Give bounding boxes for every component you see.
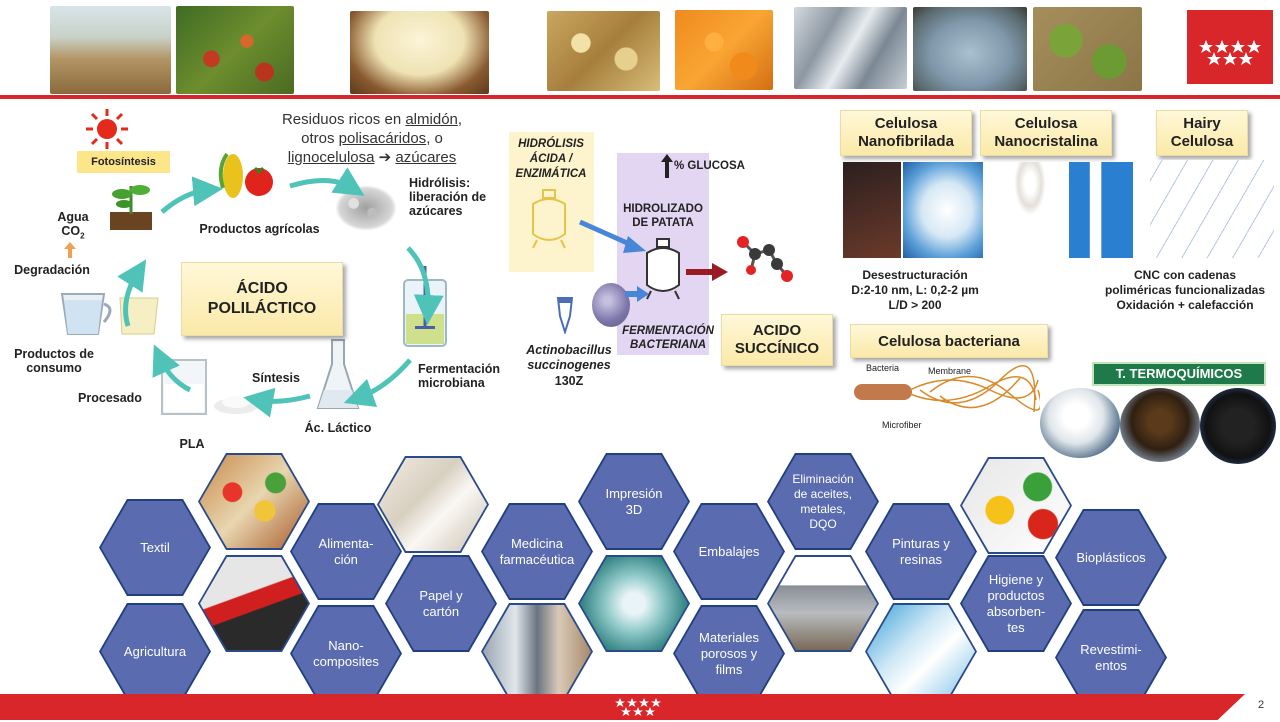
acido-succinico-label: ACIDO SUCCÍNICO xyxy=(721,314,833,366)
hex-car-image xyxy=(198,555,310,652)
fotosintesis-label: Fotosíntesis xyxy=(77,151,170,173)
productos-agricolas-label: Productos agrícolas xyxy=(199,222,320,236)
up-arrow-icon xyxy=(64,242,76,263)
madrid-flag-logo xyxy=(1187,10,1273,84)
membrane-label: Membrane xyxy=(928,366,972,376)
corn-tomato-icon xyxy=(215,148,277,206)
hex-alimentacion: Alimenta- ción xyxy=(290,503,402,600)
agua-co2-label: Agua CO2 xyxy=(57,210,89,241)
celulosa-bacteriana-label: Celulosa bacteriana xyxy=(850,324,1048,358)
test-tube-icon xyxy=(555,296,575,339)
photo-orange-peels xyxy=(675,10,773,90)
intro-text: Residuos ricos en almidón, otros polisac… xyxy=(281,111,463,166)
celulosa-nanocristalina-label: Celulosa Nanocristalina xyxy=(980,110,1112,156)
blue-arrow-small-icon xyxy=(625,286,649,307)
bacteria-culture-icon xyxy=(592,283,630,327)
footer-bar xyxy=(0,694,1245,720)
blue-arrow-icon xyxy=(578,218,648,261)
fermentacion-label: Fermentación microbiana xyxy=(418,362,500,390)
up-arrow-glucosa-icon xyxy=(661,154,673,183)
nanofibrillated-image xyxy=(843,162,901,258)
hex-food-image xyxy=(198,453,310,550)
productos-consumo-label: Productos de consumo xyxy=(14,347,94,375)
hex-pinturas: Pinturas y resinas xyxy=(865,503,977,600)
hex-oil-image xyxy=(767,555,879,652)
hex-eliminacion: Eliminación de aceites, metales, DQO xyxy=(767,453,879,550)
cycle-arrows xyxy=(90,160,450,435)
page-number: 2 xyxy=(1258,699,1265,711)
hex-embalajes: Embalajes xyxy=(673,503,785,600)
bio-oil-image xyxy=(1120,388,1200,462)
photo-potato-peels xyxy=(547,11,660,91)
succinic-molecule-icon xyxy=(733,232,793,291)
hairy-cellulose-image xyxy=(1150,160,1274,258)
celulosa-nanofibrilada-label: Celulosa Nanofibrilada xyxy=(840,110,972,156)
acido-polilactico-label: ÁCIDO POLILÁCTICO xyxy=(181,262,343,336)
photo-paper-waste xyxy=(794,7,907,89)
hydrolysis-panel xyxy=(509,132,594,272)
sun-icon xyxy=(83,107,131,156)
photo-lettuce-field xyxy=(1033,7,1142,91)
biochar-image xyxy=(1200,388,1276,464)
hex-impresion-3d: Impresión 3D xyxy=(578,453,690,550)
header-divider xyxy=(0,95,1280,99)
hex-agricultura: Agricultura xyxy=(99,603,211,700)
strain-label: 130Z xyxy=(554,374,584,388)
termoquimicos-label: T. TERMOQUÍMICOS xyxy=(1092,362,1266,386)
bacterial-cellulose-diagram xyxy=(850,360,1042,434)
bacteria-label: Bacteria xyxy=(866,363,900,373)
photo-tomatoes xyxy=(176,6,294,94)
plant-icon xyxy=(108,174,154,230)
footer-stars-logo xyxy=(614,697,662,722)
pla-label: PLA xyxy=(179,437,205,451)
hidrolizado-label: HIDROLIZADO DE PATATA xyxy=(623,203,703,229)
hairy-desc: CNC con cadenas poliméricas funcionaliza… xyxy=(1104,268,1266,312)
hex-medical-image xyxy=(578,555,690,652)
organism-label: Actinobacillus succinogenes xyxy=(526,343,612,372)
fermentacion-bacteriana-label: FERMENTACIÓN BACTERIANA xyxy=(622,325,714,351)
hidrolisis-label: Hidrólisis: liberación de azúcares xyxy=(409,176,487,218)
photo-starch-bowl xyxy=(350,11,489,94)
hex-foam-image xyxy=(481,603,593,700)
hidrolisis-label: HIDRÓLISIS ÁCIDA / ENZIMÁTICA xyxy=(515,138,587,180)
nanofibrillated-gel-image xyxy=(903,162,983,258)
photo-pulp xyxy=(913,7,1027,91)
glucosa-label: % GLUCOSA xyxy=(674,160,745,172)
microfiber-label: Microfiber xyxy=(882,420,922,430)
hex-materiales-porosos: Materiales porosos y films xyxy=(673,605,785,702)
acido-lactico-label: Ác. Láctico xyxy=(304,421,372,435)
hex-nanocomposites: Nano- composites xyxy=(290,605,402,702)
reactor-small-icon xyxy=(529,188,569,255)
hex-medicina: Medicina farmacéutica xyxy=(481,503,593,600)
hex-revestimientos: Revestimi- entos xyxy=(1055,609,1167,706)
nanocrystalline-powder-image xyxy=(993,162,1067,258)
hex-papel-carton: Papel y cartón xyxy=(385,555,497,652)
hex-bioplasticos: Bioplásticos xyxy=(1055,509,1167,606)
sintesis-label: Síntesis xyxy=(252,371,300,385)
aerogel-image xyxy=(1040,388,1120,458)
hex-paint-image xyxy=(960,457,1072,554)
nanofibrilada-desc: Desestructuración D:2-10 nm, L: 0,2-2 µm… xyxy=(851,268,979,312)
photo-straw xyxy=(50,6,171,94)
hex-higiene: Higiene y productos absorben- tes xyxy=(960,555,1072,652)
reactor-icon xyxy=(643,237,683,306)
red-arrow-icon xyxy=(686,263,728,286)
hex-hygiene-image xyxy=(865,603,977,700)
hex-textil: Textil xyxy=(99,499,211,596)
hairy-celulosa-label: Hairy Celulosa xyxy=(1156,110,1248,156)
degradacion-label: Degradación xyxy=(14,263,90,277)
nanocrystalline-tube-image xyxy=(1069,162,1133,258)
procesado-label: Procesado xyxy=(78,391,142,405)
